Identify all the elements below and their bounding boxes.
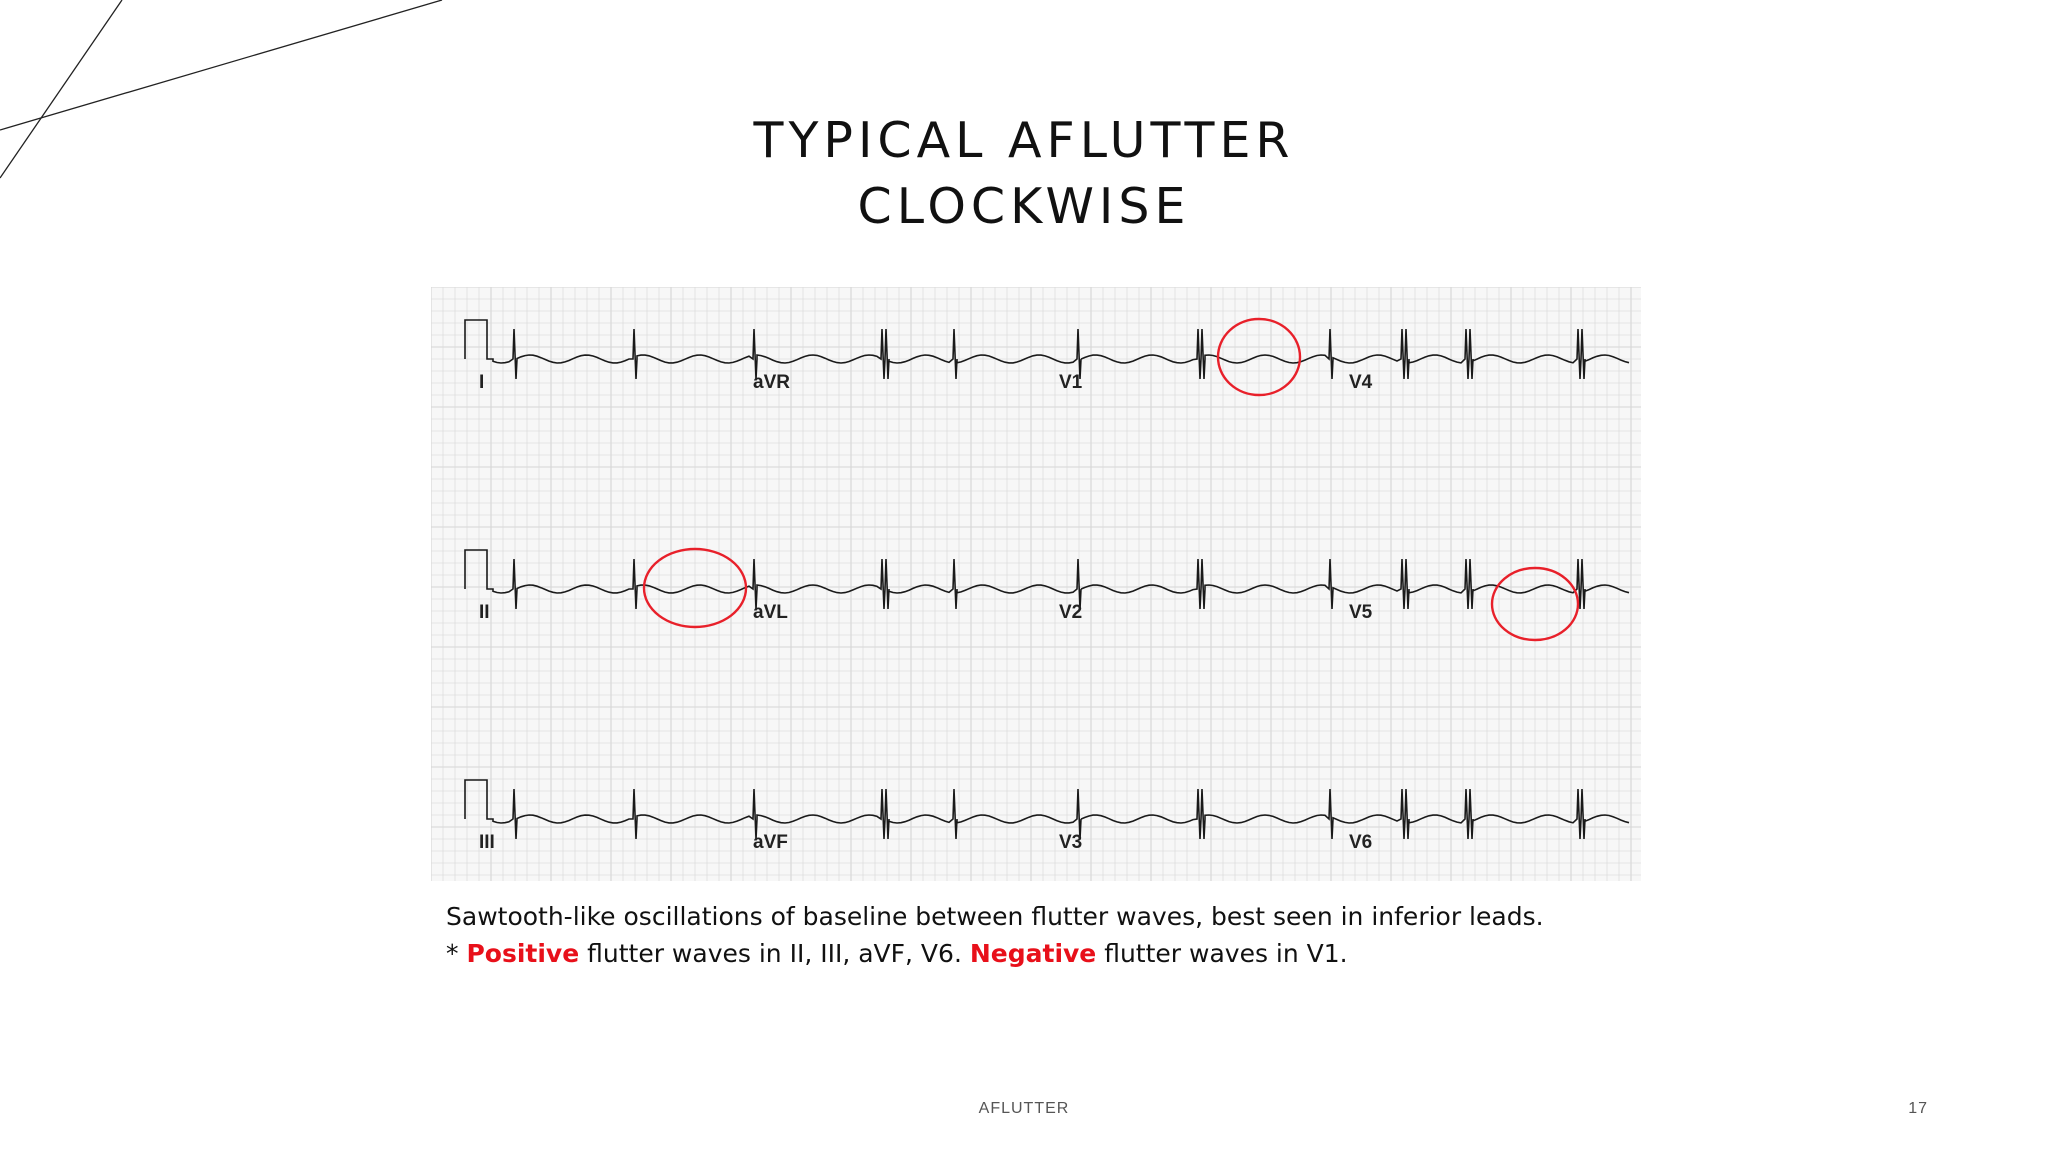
lead-label-i: I	[479, 372, 484, 393]
lead-label-iii: III	[479, 832, 495, 853]
ecg-traces	[464, 319, 1630, 840]
caption-suffix: flutter waves in V1.	[1096, 939, 1348, 968]
decorative-lines	[0, 0, 443, 179]
ecg-caption: Sawtooth-like oscillations of baseline b…	[446, 898, 1646, 972]
lead-label-v1: V1	[1059, 372, 1083, 393]
highlight-circle-1	[1216, 317, 1302, 397]
caption-bullet: *	[446, 939, 467, 968]
footer-label: AFLUTTER	[978, 1100, 1070, 1117]
caption-line-1: Sawtooth-like oscillations of baseline b…	[446, 902, 1544, 931]
lead-label-avl: aVL	[753, 602, 788, 623]
lead-label-v2: V2	[1059, 602, 1082, 623]
lead-label-v5: V5	[1349, 602, 1373, 623]
highlight-circle-2	[642, 547, 748, 629]
lead-label-v6: V6	[1349, 832, 1372, 853]
caption-mid: flutter waves in II, III, aVF, V6.	[579, 939, 970, 968]
caption-line-2: * Positive flutter waves in II, III, aVF…	[446, 935, 1646, 972]
lead-label-v4: V4	[1349, 372, 1373, 393]
page-number: 17	[1908, 1100, 1928, 1117]
negative-label: Negative	[969, 939, 1097, 968]
title-line-1: TYPICAL AFLUTTER	[753, 112, 1295, 169]
slide-title: TYPICAL AFLUTTER CLOCKWISE	[624, 108, 1424, 240]
ecg-highlight-circles	[642, 317, 1580, 642]
lead-label-v3: V3	[1059, 832, 1082, 853]
lead-label-ii: II	[479, 602, 490, 623]
ecg-grid	[431, 287, 1641, 881]
positive-label: Positive	[466, 939, 580, 968]
highlight-circle-3	[1490, 566, 1580, 642]
lead-label-avr: aVR	[753, 372, 790, 393]
title-line-2: CLOCKWISE	[857, 178, 1191, 235]
lead-label-avf: aVF	[753, 832, 788, 853]
